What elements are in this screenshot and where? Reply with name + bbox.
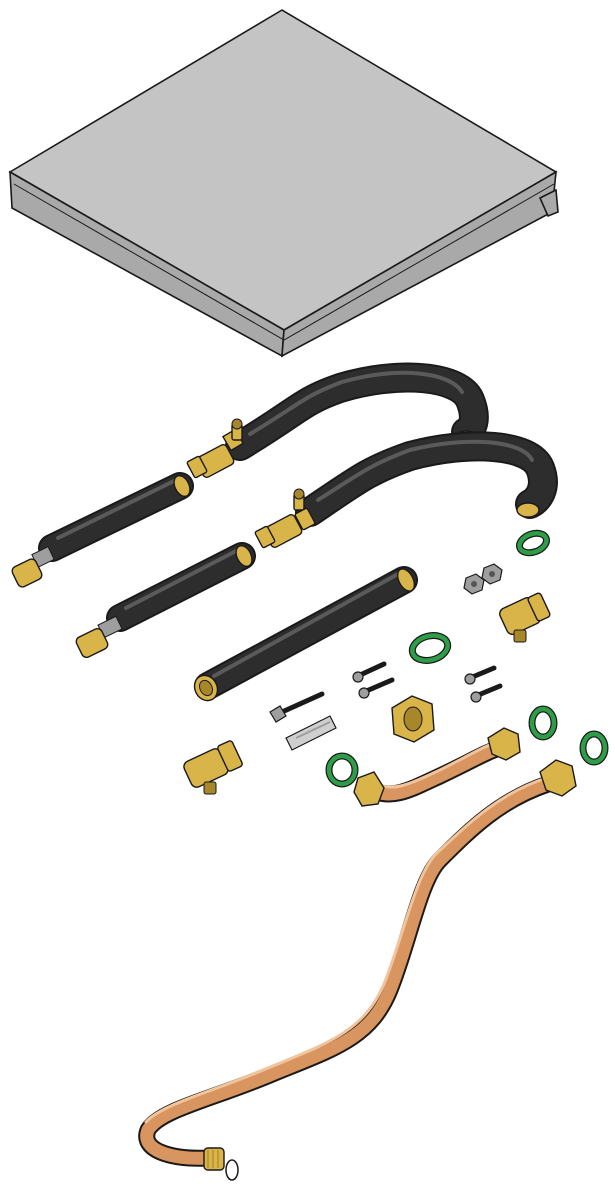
small-nuts — [463, 563, 503, 595]
seal-ring-band — [326, 753, 358, 787]
wall-plug-2 — [285, 715, 337, 751]
brass-elbow-fitting-right — [499, 592, 551, 643]
small-seal-ring — [225, 1159, 239, 1181]
green-seal-rings — [325, 529, 609, 788]
valve-fitting-upper — [186, 418, 243, 479]
screw-4 — [470, 683, 503, 703]
seal-ring-band — [580, 731, 608, 765]
brass-nut-fitting — [391, 695, 435, 743]
cover-panel-top — [8, 9, 558, 331]
copper-pipe-long — [138, 759, 577, 1171]
copper-pipe-short — [353, 727, 521, 807]
wall-plug-1 — [269, 691, 325, 723]
insulated-straight-pipe-2 — [75, 542, 256, 659]
brass-elbow-fitting-left — [183, 740, 243, 795]
seal-ring-band — [517, 531, 549, 555]
insulated-straight-pipe-1 — [11, 472, 194, 588]
cover-panel-tab — [538, 188, 559, 218]
seal-ring-band — [529, 706, 557, 740]
seal-ring-band — [410, 633, 450, 663]
wall-plugs — [269, 691, 337, 751]
screw-2 — [358, 677, 395, 699]
screw-3 — [464, 665, 497, 685]
insulated-straight-pipe-3 — [193, 566, 418, 702]
valve-fitting-lower — [254, 488, 316, 549]
cover-panel-edge-line — [13, 183, 555, 341]
screws — [352, 661, 503, 703]
cover-panel — [8, 9, 559, 358]
insulated-pipe-bend-lower — [254, 431, 558, 549]
screw-1 — [352, 661, 387, 683]
threaded-end — [203, 1147, 225, 1171]
